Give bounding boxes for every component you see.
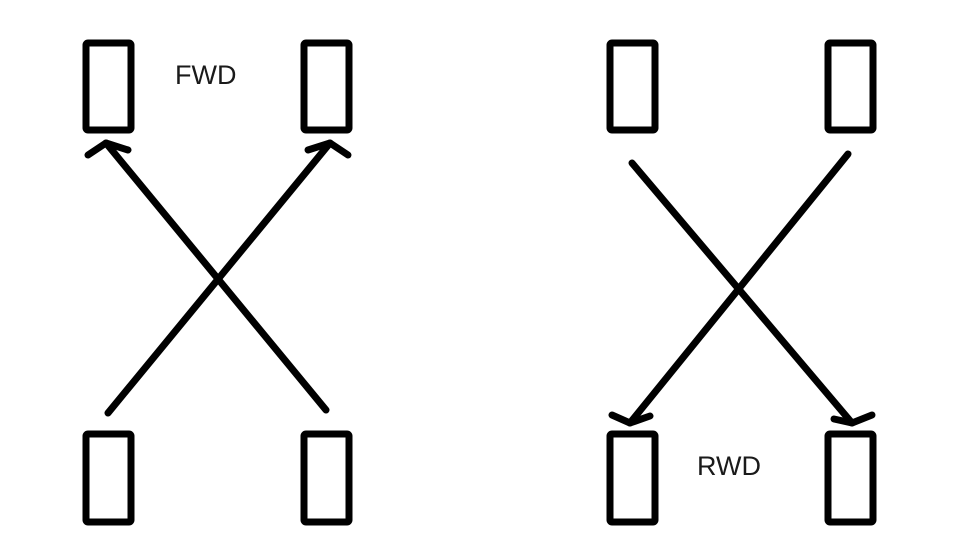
rwd-diagram xyxy=(606,39,877,526)
fwd-rear-left-tire xyxy=(82,430,135,526)
rwd-front-left-tire xyxy=(606,39,659,134)
rwd-arrow-front-left-to-rear-right xyxy=(628,159,856,427)
fwd-rear-right-tire xyxy=(300,430,353,526)
rwd-arrowhead-rear-left xyxy=(608,411,654,427)
fwd-diagram xyxy=(82,39,353,526)
rwd-label: RWD xyxy=(697,451,761,481)
fwd-arrowhead-front-left xyxy=(84,139,132,159)
fwd-arrowhead-front-right xyxy=(304,139,352,159)
rwd-front-right-tire xyxy=(824,39,877,134)
fwd-label: FWD xyxy=(175,60,237,90)
fwd-arrow-rear-right-to-front-left xyxy=(102,139,330,414)
rwd-arrowhead-rear-right xyxy=(830,411,876,427)
fwd-front-left-tire xyxy=(82,39,135,134)
rwd-arrow-front-right-to-rear-left xyxy=(626,150,852,427)
fwd-front-right-tire xyxy=(300,39,353,134)
rwd-rear-left-tire xyxy=(606,430,659,526)
rwd-rear-right-tire xyxy=(824,430,877,526)
